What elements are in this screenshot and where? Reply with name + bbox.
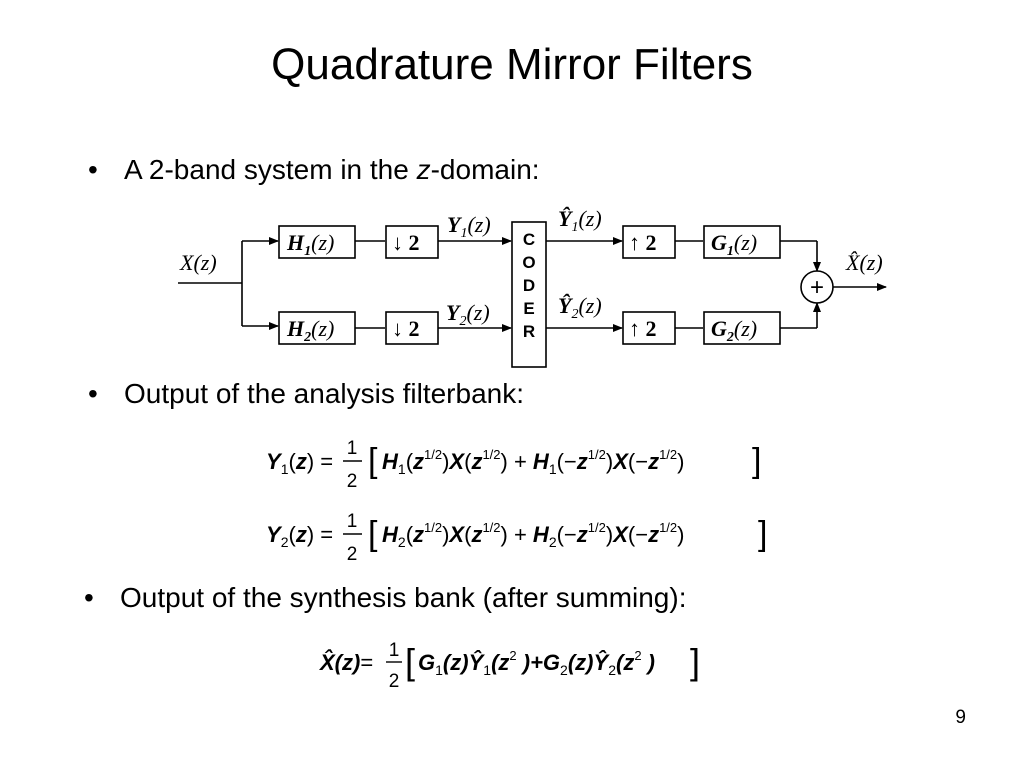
bullet-1-text: A 2-band system in the xyxy=(124,154,417,185)
eq2-half-num: 1 xyxy=(347,511,358,532)
coder-letter-o: O xyxy=(522,253,535,272)
downsample-2-label: ↓ 2 xyxy=(392,316,420,341)
y1-label: Y1(z) xyxy=(447,212,491,241)
coder-letter-r: R xyxy=(523,322,535,341)
eq1-half-den: 2 xyxy=(347,471,358,492)
eq2-lhs: Y2(z) = xyxy=(266,522,333,550)
eq3-half-num: 1 xyxy=(389,640,400,661)
bullet-dot: • xyxy=(84,582,94,613)
bullet-2-text: Output of the analysis filterbank: xyxy=(124,378,524,409)
h1-label: H1(z) xyxy=(286,230,334,259)
eq1-bracket-close: ] xyxy=(752,442,761,480)
upsample-1-label: ↑ 2 xyxy=(629,230,657,255)
output-label: X̂(z) xyxy=(845,250,883,275)
eq3-half-den: 2 xyxy=(389,671,400,692)
bullet-1-z: z xyxy=(416,154,431,185)
coder-letter-d: D xyxy=(523,276,535,295)
input-label: X(z) xyxy=(179,250,217,275)
downsample-1-block xyxy=(385,225,439,259)
bullet-2: • Output of the analysis filterbank: xyxy=(88,378,524,410)
plus-sign: + xyxy=(810,274,824,301)
y2-hat-label: Ŷ2(z) xyxy=(558,293,602,322)
bullet-3: • Output of the synthesis bank (after sum… xyxy=(84,582,686,614)
eq1-body: H1(z1/2)X(z1/2) + H1(−z1/2)X(−z1/2) xyxy=(382,447,684,477)
eq2-half-den: 2 xyxy=(347,544,358,565)
eq2-bracket-close: ] xyxy=(758,515,767,553)
h2-label: H2(z) xyxy=(286,316,334,345)
coder-letter-c: C xyxy=(523,230,535,249)
downsample-1-label: ↓ 2 xyxy=(392,230,420,255)
g1-label: G1(z) xyxy=(711,230,757,259)
bullet-3-text: Output of the synthesis bank (after summ… xyxy=(120,582,687,613)
bullet-1-suffix: -domain: xyxy=(430,154,540,185)
h1-block xyxy=(278,225,356,259)
eq2-body: H2(z1/2)X(z1/2) + H2(−z1/2)X(−z1/2) xyxy=(382,520,684,550)
slide-title: Quadrature Mirror Filters xyxy=(271,40,753,89)
eq1-bracket-open: [ xyxy=(368,442,378,480)
eq1-lhs: Y1(z) = xyxy=(266,449,333,477)
eq3-body: G1(z)Ŷ1(z2 )+G2(z)Ŷ2(z2 ) xyxy=(418,648,655,678)
page-number: 9 xyxy=(955,707,966,728)
upsample-1-block xyxy=(622,225,676,259)
y1-hat-label: Ŷ1(z) xyxy=(558,206,602,235)
eq3-bracket-close: ] xyxy=(690,641,700,682)
eq3-bracket-open: [ xyxy=(405,641,415,682)
g2-label: G2(z) xyxy=(711,316,757,345)
coder-block xyxy=(511,221,547,368)
bullet-1: • A 2-band system in the z-domain: xyxy=(88,154,540,186)
eq3-lhs: X̂(z)= xyxy=(318,649,373,675)
eq1-half-num: 1 xyxy=(347,438,358,459)
coder-letter-e: E xyxy=(523,299,534,318)
y2-label: Y2(z) xyxy=(446,300,490,329)
g1-block xyxy=(703,225,781,259)
bullet-dot: • xyxy=(88,378,98,409)
bullet-dot: • xyxy=(88,154,98,185)
upsample-2-label: ↑ 2 xyxy=(629,316,657,341)
eq2-bracket-open: [ xyxy=(368,515,378,553)
